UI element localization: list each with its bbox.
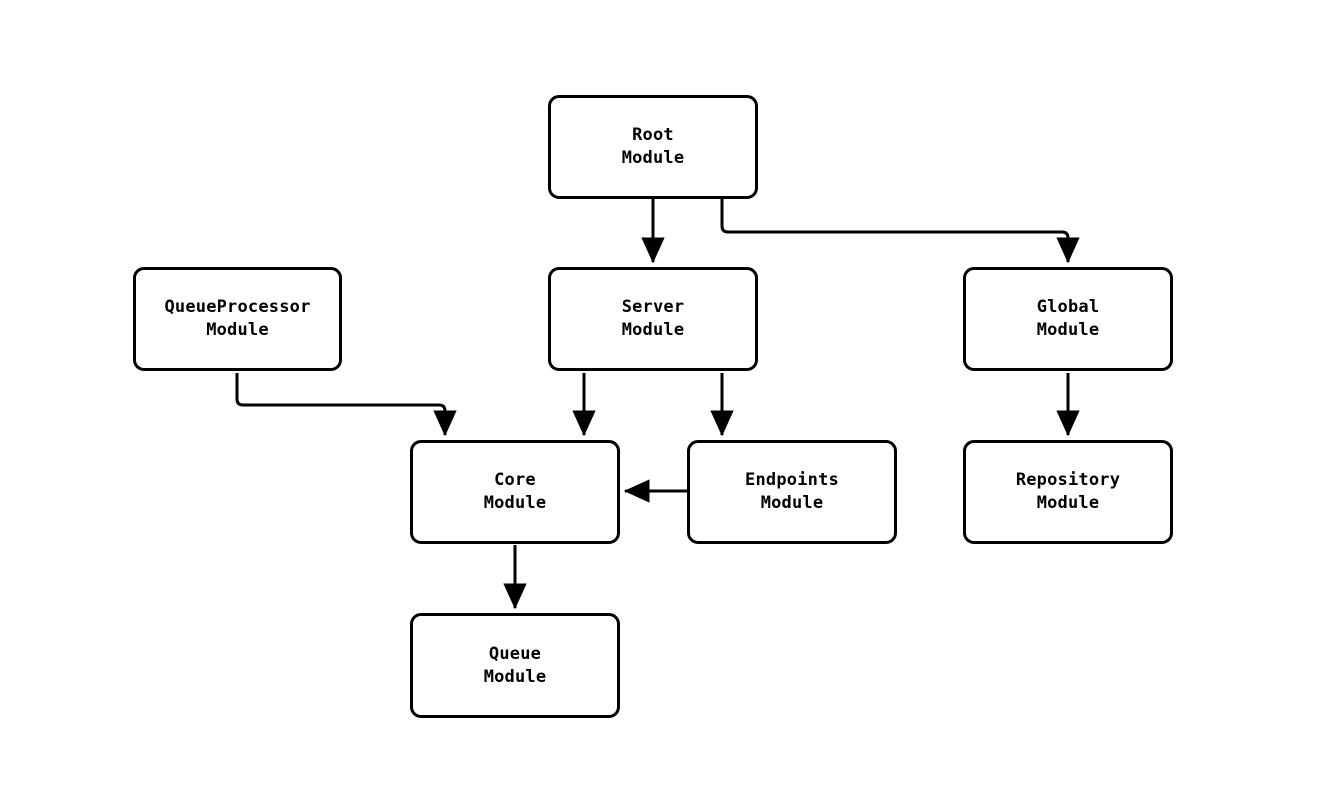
node-global-module[interactable]: Global Module <box>963 267 1173 371</box>
node-label: Queue Module <box>483 643 547 687</box>
node-label: QueueProcessor Module <box>164 297 311 340</box>
edge-root-global <box>720 199 1080 264</box>
node-label: Server Module <box>621 297 685 340</box>
node-label: Root Module <box>621 125 685 168</box>
node-queue-module[interactable]: Queue Module <box>410 613 620 718</box>
node-core-module[interactable]: Core Module <box>410 440 620 544</box>
node-queueprocessor-module[interactable]: QueueProcessor Module <box>133 267 342 371</box>
node-label: Repository Module <box>1015 470 1121 513</box>
node-label: Endpoints Module <box>745 470 839 513</box>
node-root-module[interactable]: Root Module <box>548 95 758 199</box>
node-label: Global Module <box>1036 297 1100 340</box>
node-repository-module[interactable]: Repository Module <box>963 440 1173 544</box>
node-endpoints-module[interactable]: Endpoints Module <box>687 440 897 544</box>
node-label: Core Module <box>483 470 547 513</box>
node-server-module[interactable]: Server Module <box>548 267 758 371</box>
edge-queueprocessor-core <box>235 373 457 437</box>
